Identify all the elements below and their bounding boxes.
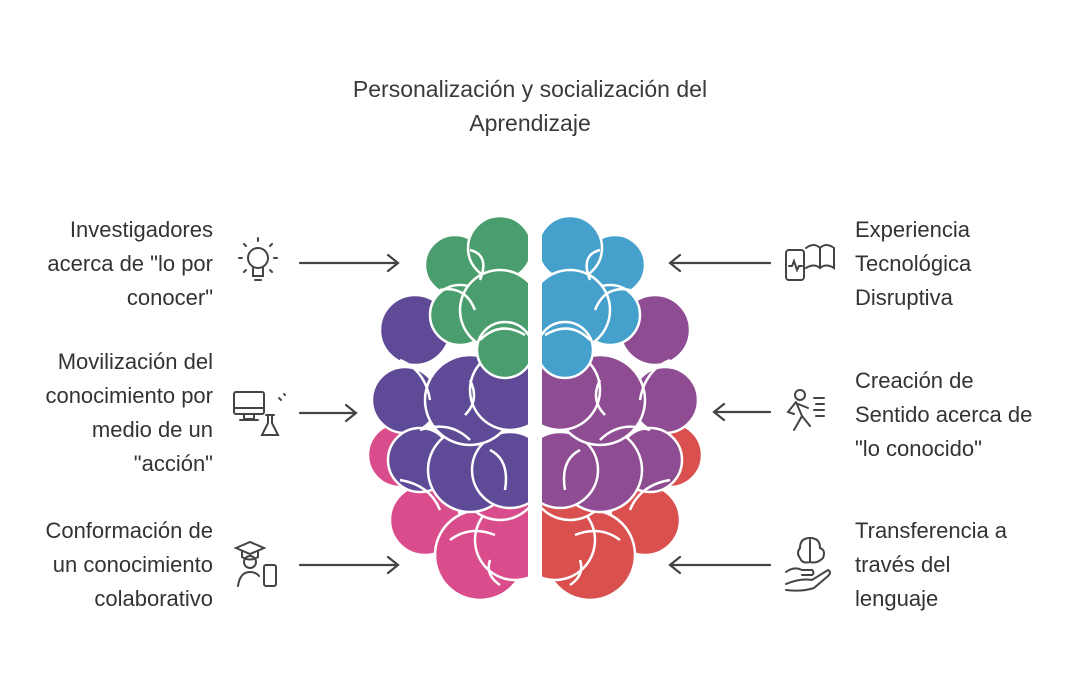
label-line: lenguaje bbox=[855, 586, 939, 611]
arrow-right-3 bbox=[668, 555, 772, 575]
label-line: Experiencia bbox=[855, 217, 970, 242]
left-hemisphere bbox=[366, 214, 528, 602]
label-creacion: Creación de Sentido acerca de "lo conoci… bbox=[855, 364, 1032, 466]
label-line: un conocimiento bbox=[52, 552, 213, 577]
computer-flask-icon bbox=[233, 391, 286, 436]
label-line: Investigadores bbox=[69, 217, 213, 242]
label-experiencia: Experiencia Tecnológica Disruptiva bbox=[855, 213, 971, 315]
label-line: Tecnológica bbox=[855, 251, 972, 276]
arrow-left-3 bbox=[298, 555, 400, 575]
gyri-lines bbox=[399, 248, 526, 587]
label-line: Creación de bbox=[855, 368, 974, 393]
label-line: Movilización del bbox=[57, 349, 213, 374]
lightbulb-icon bbox=[238, 237, 278, 281]
label-line: conocer" bbox=[126, 285, 213, 310]
lobe-green bbox=[423, 214, 528, 380]
label-line: colaborativo bbox=[94, 586, 213, 611]
label-line: Disruptiva bbox=[855, 285, 953, 310]
label-movilizacion: Movilización del conocimiento por medio … bbox=[45, 345, 213, 481]
right-hemisphere bbox=[542, 214, 704, 602]
phone-book-icon bbox=[785, 244, 835, 281]
label-conformacion: Conformación de un conocimiento colabora… bbox=[45, 514, 213, 616]
label-line: conocimiento por bbox=[45, 383, 213, 408]
title-line: Personalización y socialización del bbox=[352, 76, 708, 102]
running-person-icon bbox=[786, 389, 825, 431]
label-line: "acción" bbox=[133, 451, 213, 476]
label-line: través del bbox=[855, 552, 951, 577]
arrow-right-1 bbox=[668, 253, 772, 273]
label-line: Conformación de bbox=[45, 518, 213, 543]
title-line: Aprendizaje bbox=[469, 110, 591, 136]
graduate-phone-icon bbox=[233, 540, 277, 587]
arrow-left-1 bbox=[298, 253, 400, 273]
label-line: Transferencia a bbox=[855, 518, 1008, 543]
label-investigadores: Investigadores acerca de "lo por conocer… bbox=[47, 213, 213, 315]
label-line: acerca de "lo por bbox=[47, 251, 213, 276]
arrow-right-2 bbox=[712, 402, 772, 422]
label-line: Sentido acerca de bbox=[855, 402, 1033, 427]
label-transferencia: Transferencia a través del lenguaje bbox=[855, 514, 1007, 616]
label-line: "lo conocido" bbox=[855, 436, 982, 461]
diagram-title: Personalización y socialización del Apre… bbox=[280, 72, 780, 140]
arrow-left-2 bbox=[298, 403, 358, 423]
label-line: medio de un bbox=[91, 417, 213, 442]
brain-hand-icon bbox=[785, 536, 831, 592]
